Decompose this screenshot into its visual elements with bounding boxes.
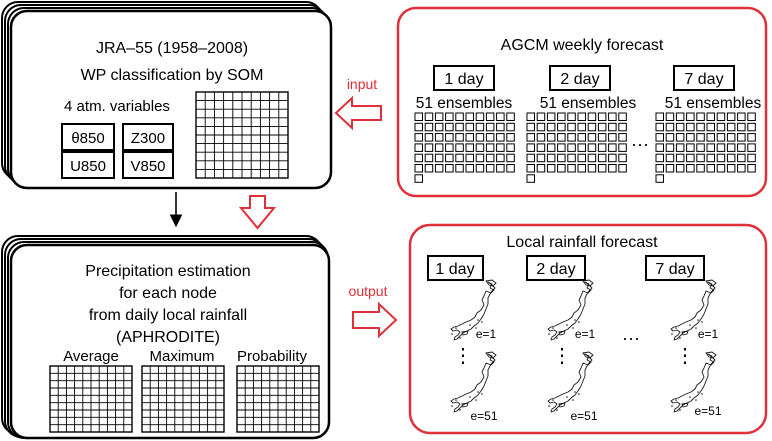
rain-day-7-label: 7 day <box>655 261 694 278</box>
variable-v850-label: V850 <box>130 158 165 175</box>
variable-box-v850 <box>122 151 174 179</box>
maximum-grid <box>141 365 225 433</box>
rainfall-box: Local rainfall forecast 1 day 2 day 7 da… <box>408 223 768 435</box>
rainfall-title: Local rainfall forecast <box>506 234 658 251</box>
agcm-day-2-box <box>549 65 611 91</box>
precip-line-2: for each node <box>119 285 217 302</box>
vertical-ellipsis-day-2: ⋮ <box>552 345 572 367</box>
member-label-day-1-e51: e=51 <box>470 409 497 423</box>
som-variables-label: 4 atm. variables <box>64 98 170 115</box>
rain-ellipsis: ··· <box>622 328 640 348</box>
agcm-ellipsis: ··· <box>631 134 649 154</box>
rain-day-2-label: 2 day <box>536 261 575 278</box>
member-label-day-7-e1: e=1 <box>698 327 719 341</box>
input-label: input <box>347 76 377 92</box>
precip-line-4: (APHRODITE) <box>116 329 220 346</box>
som-node-grid <box>195 91 289 179</box>
precip-line-1: Precipitation estimation <box>85 263 250 280</box>
agcm-box: AGCM weekly forecast 1 day 2 day 7 day 5… <box>396 6 768 198</box>
agcm-ensemble-squares-day-1 <box>414 112 515 183</box>
member-label-day-7-e51: e=51 <box>694 404 721 418</box>
member-label-day-2-e1: e=1 <box>575 327 596 341</box>
som-title-line1: JRA–55 (1958–2008) <box>96 40 248 57</box>
output-hollow-arrow <box>352 301 398 339</box>
rain-day-1-box <box>427 255 484 281</box>
agcm-ensemble-squares-day-7 <box>655 112 756 183</box>
agcm-day-7-label: 7 day <box>684 71 723 88</box>
agcm-day-7-box <box>673 65 735 91</box>
grid-label-probability: Probability <box>237 348 308 365</box>
som-box: JRA–55 (1958–2008) WP classification by … <box>1 1 333 190</box>
vertical-ellipsis-day-1: ⋮ <box>453 345 473 367</box>
output-label: output <box>349 283 388 299</box>
precip-box: Precipitation estimation for each node f… <box>1 235 331 440</box>
som-title-line2: WP classification by SOM <box>81 67 264 84</box>
japan-map-day-2-e51 <box>547 351 594 413</box>
member-label-day-2-e51: e=51 <box>570 409 597 423</box>
probability-grid <box>236 365 320 433</box>
agcm-day-1-label: 1 day <box>444 71 483 88</box>
japan-map-day-1-e1 <box>450 279 497 341</box>
variable-theta850-label: θ850 <box>71 130 104 147</box>
variable-box-u850 <box>61 151 115 179</box>
japan-map-day-1-e51 <box>450 351 497 413</box>
input-arrow-group: input <box>334 76 382 131</box>
member-label-day-1-e1: e=1 <box>476 327 497 341</box>
average-grid <box>49 365 133 433</box>
japan-map-day-2-e1 <box>547 279 594 341</box>
rain-day-1-label: 1 day <box>435 261 474 278</box>
japan-map-day-7-e51 <box>670 351 717 413</box>
grid-label-average: Average <box>63 348 119 365</box>
input-hollow-arrow <box>334 95 382 131</box>
grid-label-maximum: Maximum <box>149 348 214 365</box>
agcm-ensemble-squares-day-2 <box>526 112 627 183</box>
variable-box-theta850 <box>61 123 115 151</box>
output-arrow-group: output <box>349 283 398 339</box>
red-hollow-arrow-down <box>238 195 277 230</box>
variable-box-z300 <box>122 123 174 151</box>
rain-day-2-box <box>526 255 586 281</box>
agcm-ensembles-label-7: 51 ensembles <box>665 95 762 112</box>
agcm-day-2-label: 2 day <box>560 71 599 88</box>
agcm-ensembles-label-1: 51 ensembles <box>416 95 513 112</box>
agcm-title: AGCM weekly forecast <box>501 37 664 54</box>
variable-u850-label: U850 <box>70 158 106 175</box>
variable-z300-label: Z300 <box>131 130 165 147</box>
rain-day-7-box <box>645 255 705 281</box>
vertical-ellipsis-day-7: ⋮ <box>675 345 695 367</box>
japan-map-day-7-e1 <box>670 279 717 341</box>
precip-line-3: from daily local rainfall <box>89 307 247 324</box>
agcm-ensembles-label-2: 51 ensembles <box>540 95 637 112</box>
agcm-day-1-box <box>433 65 495 91</box>
